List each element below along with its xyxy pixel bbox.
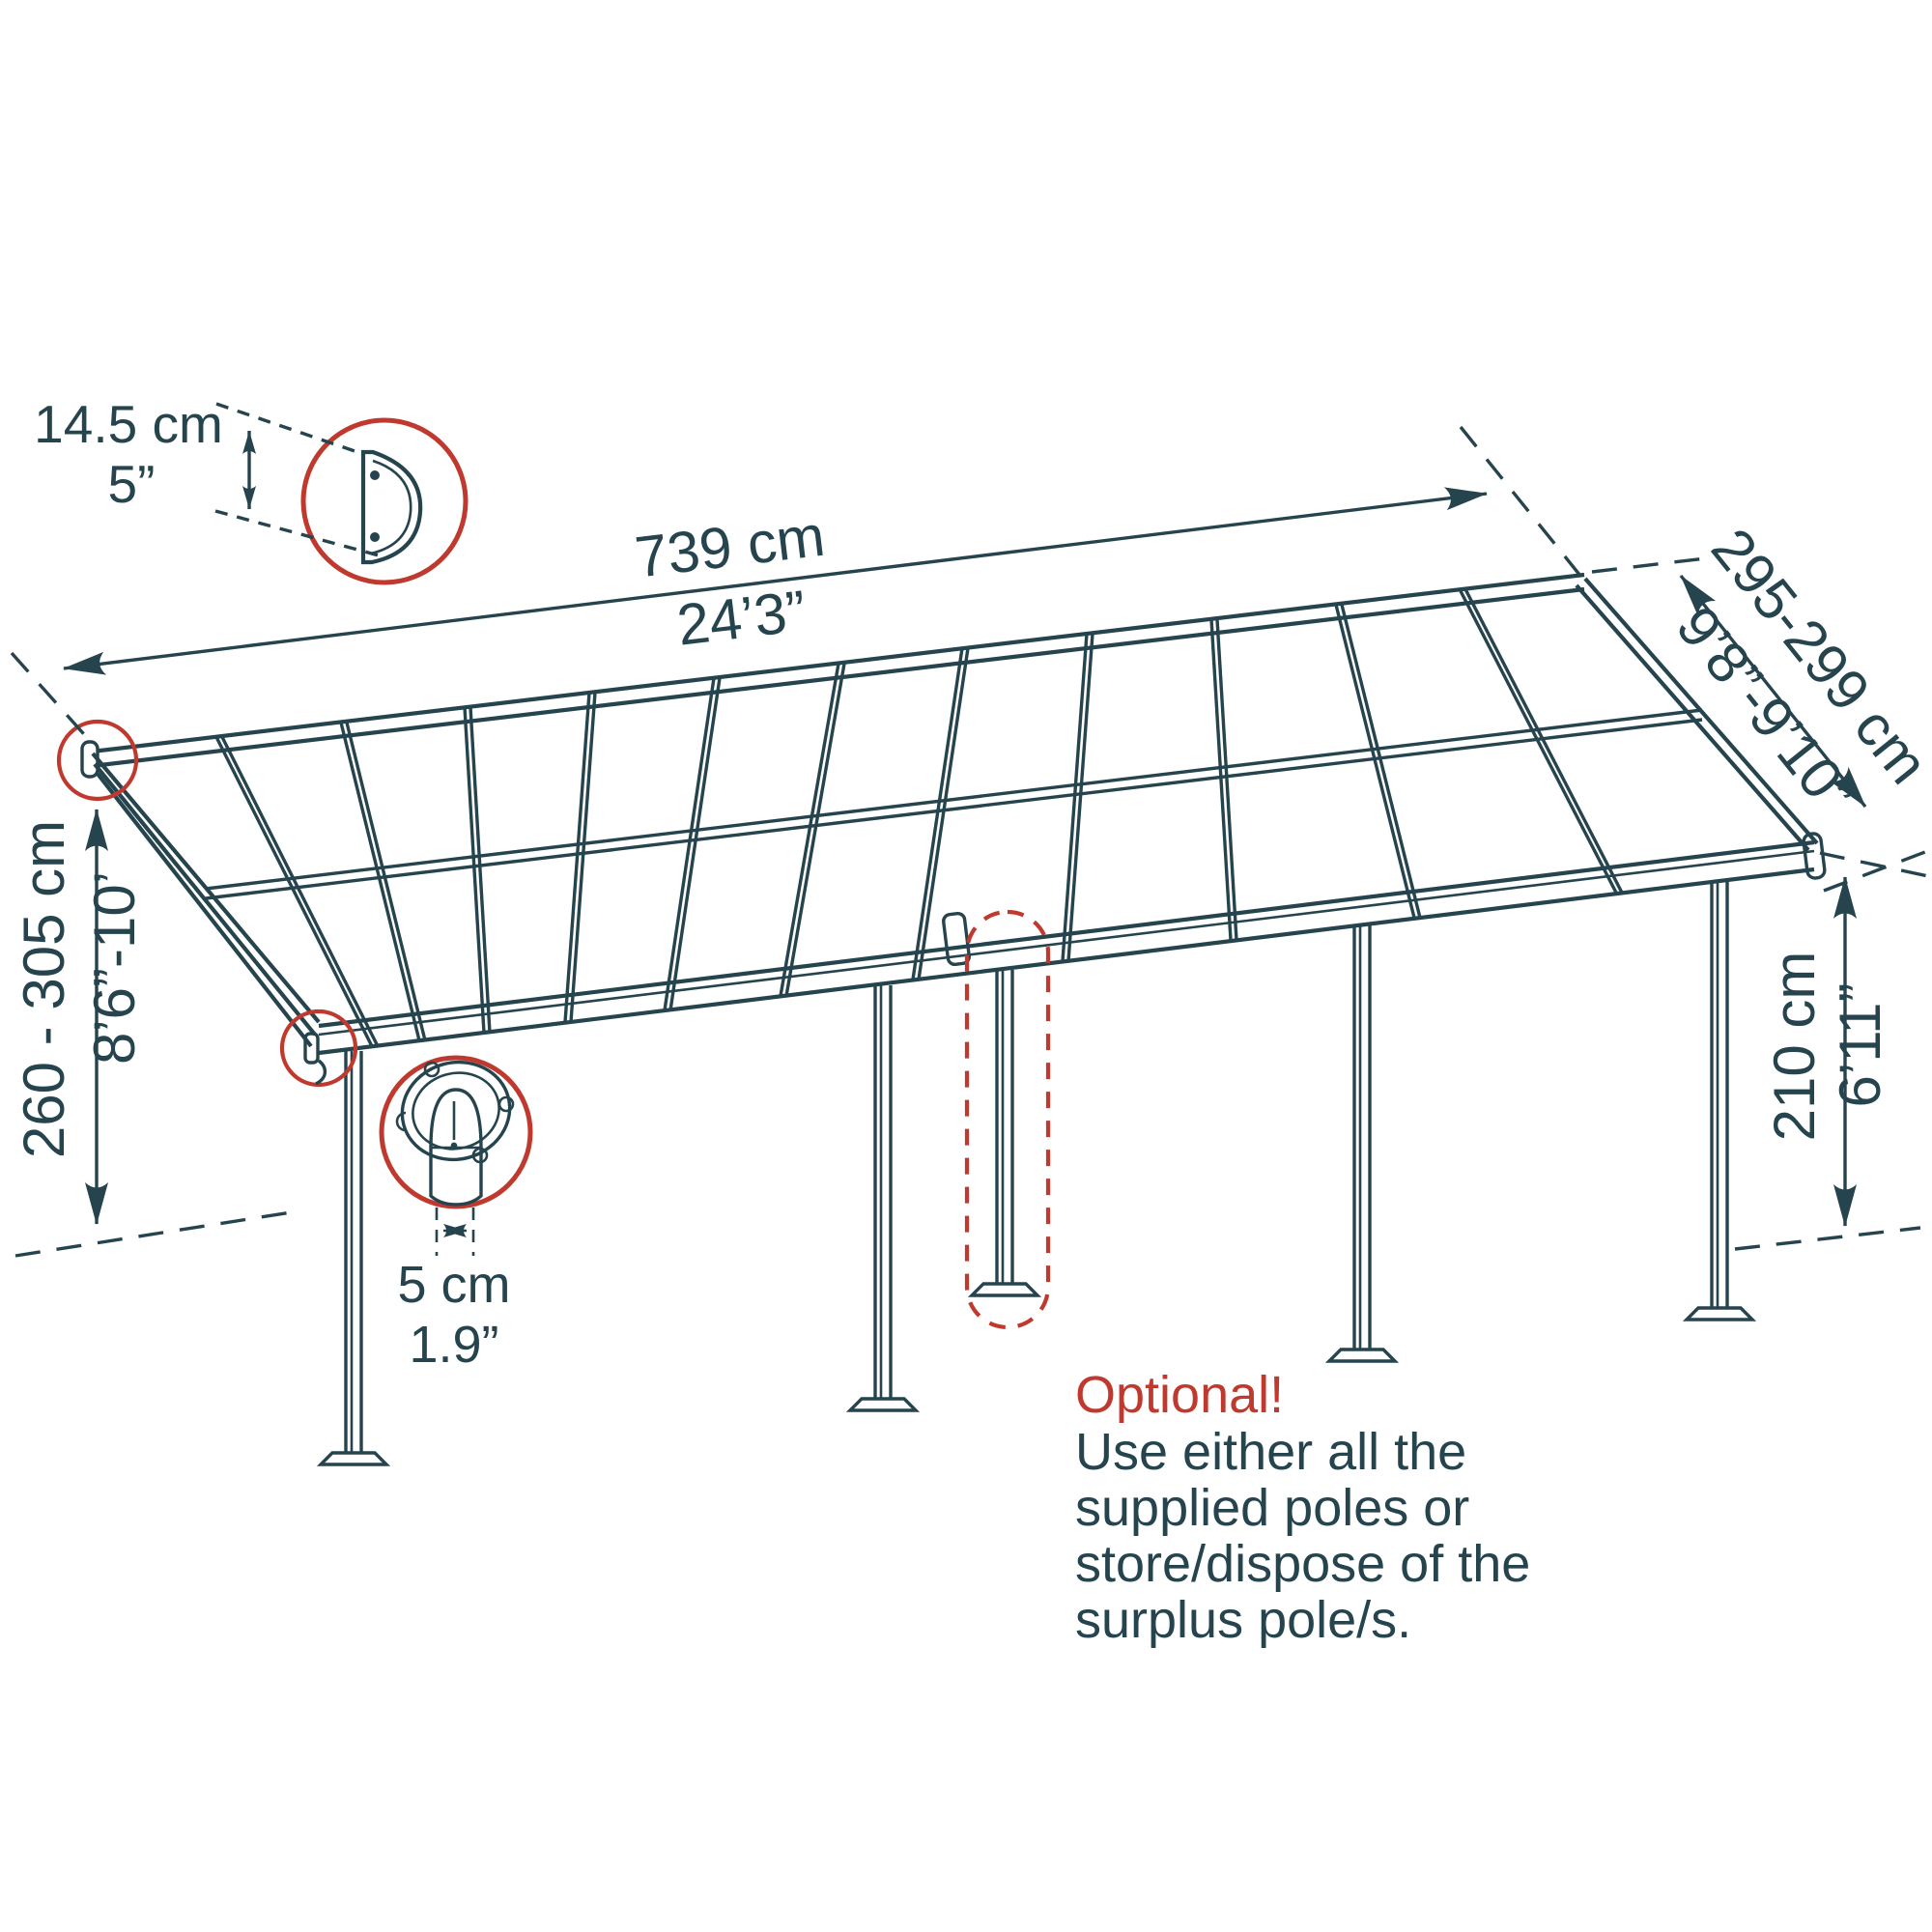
post-optional [967, 970, 1042, 1297]
front-gutter [318, 832, 1827, 1056]
optional-line-1: Use either all the [1075, 1423, 1466, 1481]
post-width-imperial: 1.9” [409, 1316, 498, 1374]
detail-circle-bracket [279, 1009, 358, 1088]
gutter-profile-detail [214, 402, 469, 585]
dim-post-height: 210 cm 6’11” [1734, 851, 1929, 1251]
roof-rafters [214, 588, 1624, 1047]
gutter-connector-sleeve [942, 911, 971, 967]
profile-height-imperial: 5” [108, 454, 156, 514]
optional-note: Optional! Use either all the supplied po… [1075, 1366, 1530, 1649]
post-height-metric: 210 cm [1762, 952, 1827, 1142]
optional-line-2: supplied poles or [1075, 1479, 1469, 1537]
post-height-imperial: 6’11” [1828, 983, 1892, 1108]
post-2 [845, 985, 921, 1412]
post-1 [316, 1051, 391, 1466]
support-posts [316, 881, 1757, 1466]
dim-post-width: 5 cm 1.9” [397, 1208, 511, 1374]
post-3 [1324, 925, 1400, 1363]
roof-purlin [205, 708, 1703, 900]
post-4 [1682, 881, 1757, 1321]
profile-height-metric: 14.5 cm [34, 394, 223, 454]
detail-callouts [56, 402, 1051, 1330]
optional-line-4: surplus pole/s. [1075, 1591, 1411, 1649]
length-imperial: 24’3” [673, 578, 809, 657]
dim-height-range: 260 - 305 cm 8’6”-10’ [12, 809, 298, 1258]
detail-circle-post-top [379, 1055, 533, 1209]
optional-line-3: store/dispose of the [1075, 1535, 1530, 1593]
detail-circle-wall-end [56, 719, 139, 802]
height-range-metric: 260 - 305 cm [12, 820, 76, 1158]
gutter-bracket-detail [279, 1009, 358, 1088]
dimensions: 14.5 cm 5” 739 cm 24’3” 295-299 cm 9’8”-… [10, 394, 1932, 1374]
dim-depth: 295-299 cm 9’8”-9’10” [1591, 517, 1932, 893]
post-top-detail [379, 1055, 533, 1209]
optional-pole-capsule [964, 909, 1051, 1330]
post-width-metric: 5 cm [397, 1256, 510, 1314]
roof-left-edge [91, 752, 321, 1048]
dim-profile-height: 14.5 cm 5” [34, 394, 256, 514]
dim-length: 739 cm 24’3” [10, 425, 1582, 744]
optional-title: Optional! [1075, 1366, 1284, 1424]
height-range-imperial: 8’6”-10’ [82, 871, 147, 1065]
